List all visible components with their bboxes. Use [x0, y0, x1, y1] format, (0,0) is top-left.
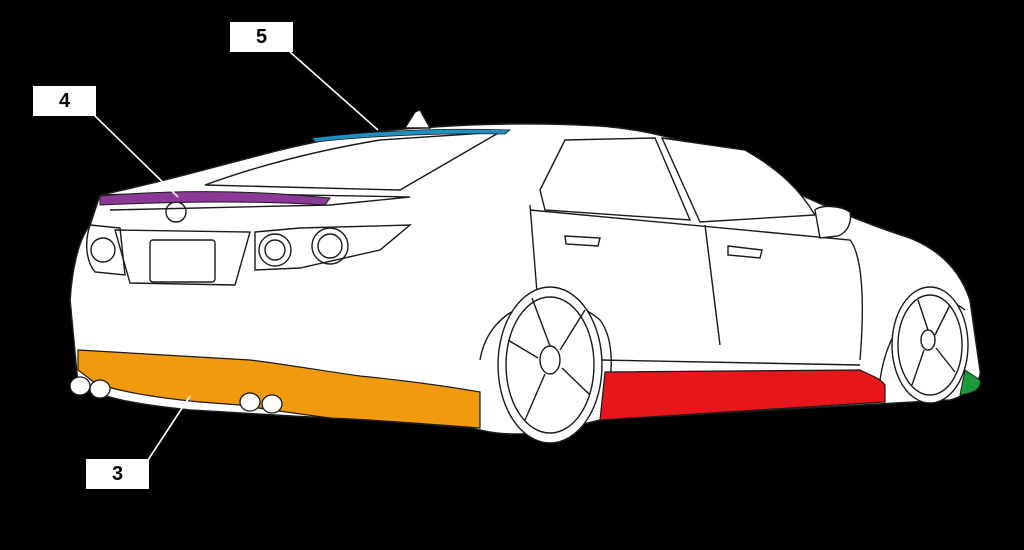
rear-bumper-part — [77, 349, 481, 429]
leader-lines — [93, 51, 379, 461]
side-skirt-part — [599, 369, 886, 421]
callout-label-3: 3 — [86, 459, 149, 489]
front-lip-part — [959, 369, 981, 396]
exhaust-tips — [69, 376, 283, 414]
roof-spoiler-part — [311, 128, 512, 143]
body-details — [86, 109, 966, 421]
rear-wheel — [497, 286, 603, 444]
front-wheel — [891, 286, 969, 404]
callout-label-4: 4 — [33, 86, 96, 116]
callout-label-5: 5 — [230, 22, 293, 52]
